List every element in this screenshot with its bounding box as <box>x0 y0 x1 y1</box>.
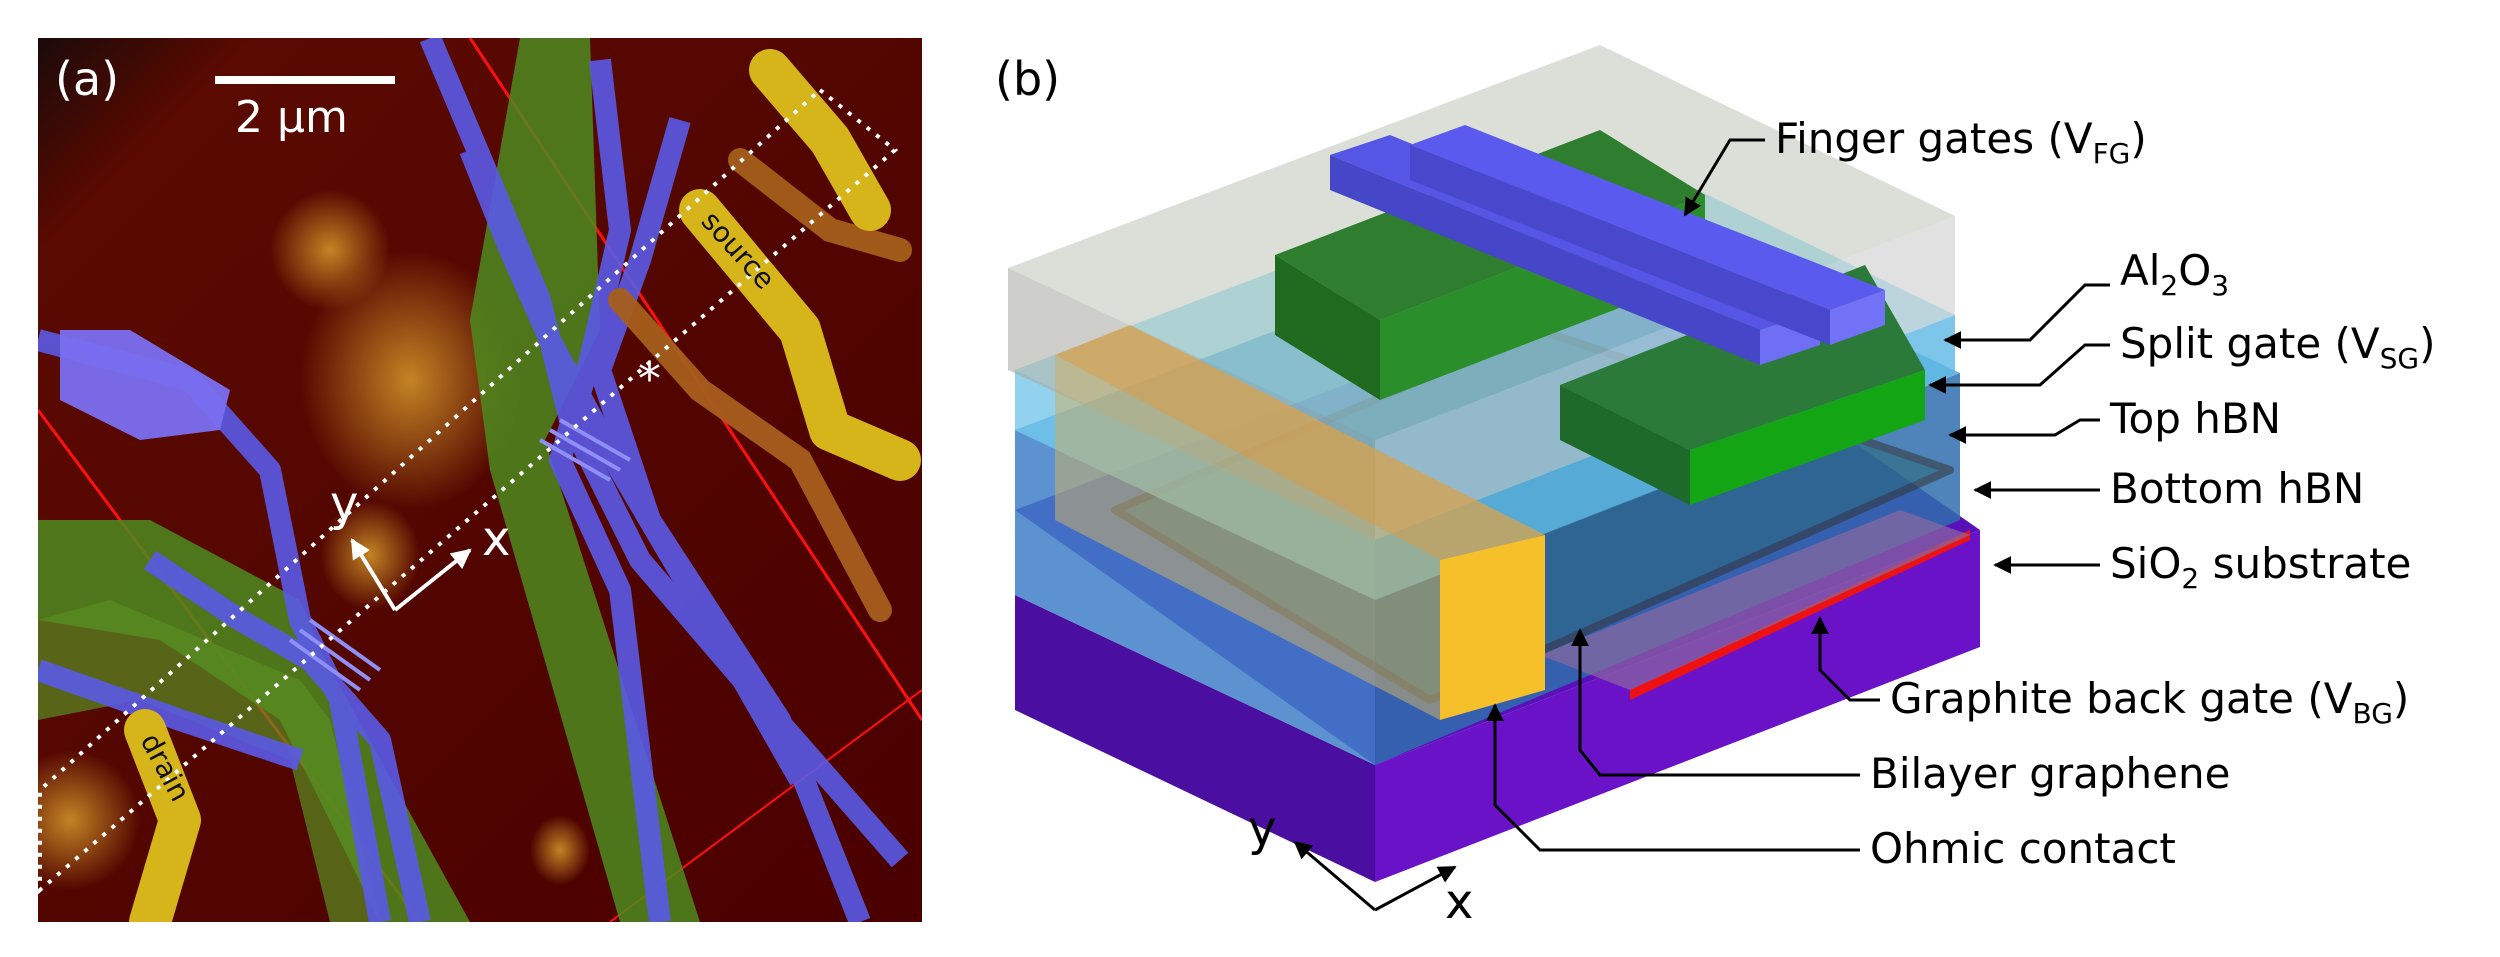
arrow-al2o3 <box>1943 283 2110 349</box>
finger-gate-pad <box>60 330 230 440</box>
afm-image <box>38 38 922 922</box>
panel-b-axes: y x <box>1248 801 1473 930</box>
arrow-bilayer <box>1571 628 1860 777</box>
split-gate-left-front <box>1275 255 1380 400</box>
device-stack <box>1008 45 1980 882</box>
panel-b-label: (b) <box>995 52 1060 106</box>
arrow-split-gate <box>1928 343 2110 394</box>
constriction-fingers <box>288 418 631 692</box>
arrow-top-hbn <box>1948 418 2100 444</box>
ohmic-contact-top <box>1055 325 1545 560</box>
axis-x-arrow <box>1374 865 1457 912</box>
split-gate <box>38 600 380 922</box>
finger-gate-2-front <box>1410 145 1830 345</box>
brown-leads <box>608 148 912 622</box>
ohmic-contact-front <box>1055 355 1440 720</box>
finger-gate-2-top <box>1410 125 1885 310</box>
label-split-gate: Split gate (VSG) <box>2120 319 2436 375</box>
finger-gate-2-end <box>1830 290 1885 345</box>
split-gate-right-side <box>1690 370 1925 505</box>
afm-blob <box>300 250 520 510</box>
arrow-ohmic <box>1486 703 1860 852</box>
label-finger-gates: Finger gates (VFG) <box>1775 114 2147 170</box>
axis-x-label: x <box>482 511 510 567</box>
panel-a-axes: y x <box>330 476 510 612</box>
channel-outline <box>38 87 899 895</box>
afm-blob <box>38 750 140 890</box>
label-al2o3: Al2O3 <box>2120 246 2229 302</box>
label-bilayer: Bilayer graphene <box>1870 749 2230 798</box>
scale-bar-label: 2 μm <box>235 92 348 143</box>
axis-y-label: y <box>330 476 358 532</box>
arrow-finger-gates <box>1683 138 1765 217</box>
backgate-grey <box>1540 510 1970 690</box>
finger-gate-1-front <box>1330 155 1760 365</box>
ohmic-contact-end <box>1440 535 1545 720</box>
label-bottom-hbn: Bottom hBN <box>2110 464 2364 513</box>
arrow-back-gate <box>1811 616 1880 702</box>
label-top-hbn: Top hBN <box>2109 394 2281 443</box>
axis-x-arrow <box>393 548 472 612</box>
label-sio2: SiO2 substrate <box>2110 539 2411 595</box>
axis-y-arrow <box>1293 840 1376 912</box>
panel-b-labels: Finger gates (VFG) Al2O3 Split gate (VSG… <box>1775 114 2436 873</box>
afm-blob <box>530 815 590 885</box>
axis-x-label: x <box>1445 874 1473 930</box>
axis-y-label: y <box>1248 801 1276 857</box>
ohmic-contact-leads <box>124 49 921 922</box>
asterisk-marker: * <box>638 352 661 406</box>
label-ohmic: Ohmic contact <box>1870 824 2176 873</box>
split-gate-right-front <box>1560 385 1690 505</box>
axis-y-arrow <box>350 538 397 612</box>
substrate-front <box>1015 595 1375 882</box>
panel-a-label: (a) <box>55 52 119 106</box>
label-back-gate: Graphite back gate (VBG) <box>1890 674 2409 730</box>
label-arrows <box>1486 138 2110 852</box>
